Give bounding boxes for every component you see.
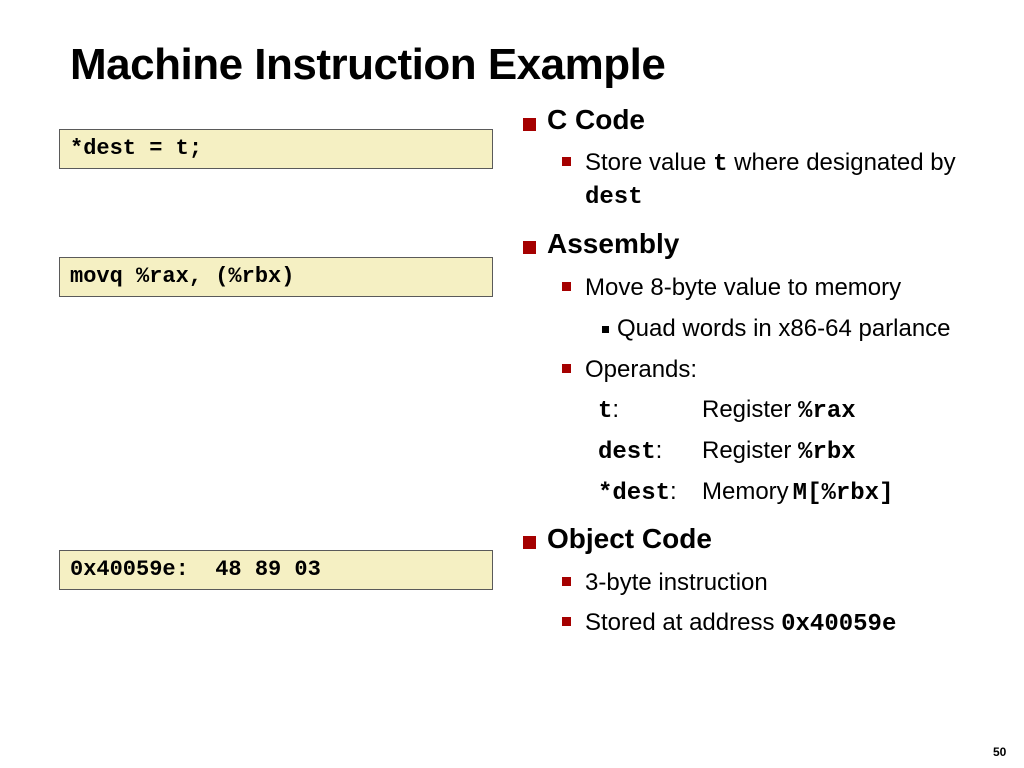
slide-title: Machine Instruction Example [70,40,666,89]
square-bullet-icon [562,617,571,626]
operand-desc-t: Register %rax [702,396,856,425]
assembly-heading: Assembly [547,228,680,259]
c-code-heading: C Code [547,104,645,135]
c-code-item-store-value: Store value t where designated by [585,149,956,178]
square-bullet-icon [602,326,609,333]
c-code-item-text-prefix: Store value [585,149,714,176]
operand-value: %rbx [798,439,856,466]
operand-name-t: t: [598,396,619,425]
operand-desc-text: Register [702,396,799,423]
operand-name-text: t [598,398,613,425]
operand-desc-dest: Register %rbx [702,437,856,466]
square-bullet-icon [562,157,571,166]
operand-value: M[%rbx] [792,480,894,507]
operand-name-star-dest: *dest: [598,478,677,507]
square-bullet-icon [562,282,571,291]
object-code-address-prefix: Stored at address [585,609,782,636]
assembly-item-operands: Operands: [585,356,698,383]
object-code-item-address: Stored at address 0x40059e [585,609,896,638]
c-code-item-text-suffix: where designated by [727,149,956,176]
square-bullet-icon [562,577,571,586]
c-code-item-var: t [713,151,728,178]
operand-colon: : [612,396,620,423]
square-bullet-icon [523,241,536,254]
operand-name-dest: dest: [598,437,662,466]
c-code-box: *dest = t; [59,129,493,169]
operand-value: %rax [798,398,856,425]
square-bullet-icon [523,536,536,549]
slide-number: 50 [993,745,1007,759]
operand-desc-text: Memory [702,478,789,505]
operand-name-text: dest [598,439,656,466]
assembly-subitem-quad-words: Quad words in x86-64 parlance [617,315,951,342]
object-code-heading: Object Code [547,523,712,554]
object-code-address-value: 0x40059e [781,611,897,638]
operand-name-text: *dest [598,480,671,507]
square-bullet-icon [562,364,571,373]
square-bullet-icon [523,118,536,131]
object-code-box: 0x40059e: 48 89 03 [59,550,493,590]
assembly-item-move: Move 8-byte value to memory [585,274,902,301]
object-code-item-3-byte: 3-byte instruction [585,569,768,596]
operand-colon: : [655,437,663,464]
operand-desc-text: Register [702,437,799,464]
assembly-code-box: movq %rax, (%rbx) [59,257,493,297]
operand-colon: : [670,478,677,505]
c-code-item-dest: dest [585,184,643,211]
